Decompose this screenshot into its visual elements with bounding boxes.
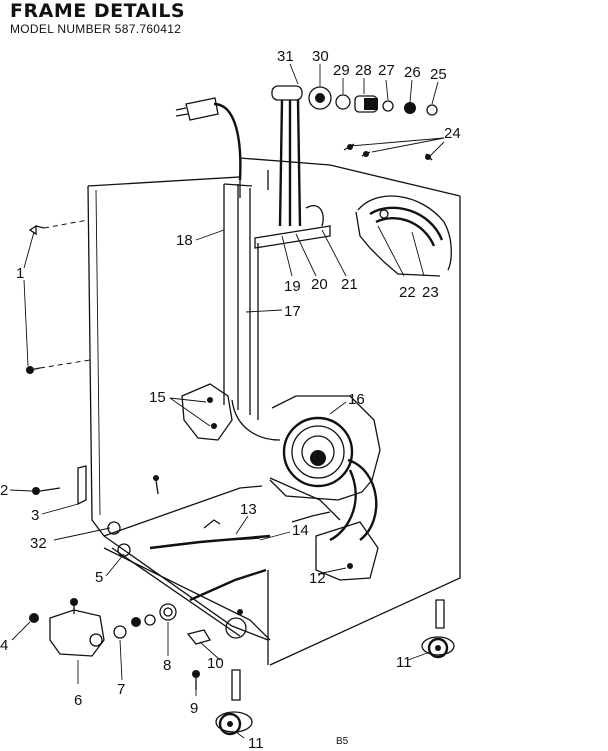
model-number: MODEL NUMBER 587.760412 [10,22,182,36]
callout-5: 5 [95,569,103,586]
callout-26: 26 [404,64,421,81]
callout-7: 7 [117,681,125,698]
callout-24: 24 [444,125,461,142]
callout-2: 2 [0,482,8,499]
callout-18: 18 [176,232,193,249]
callout-9: 9 [190,700,198,717]
hardware-parts-top [271,85,438,227]
callout-labels: 31 30 29 28 27 26 25 24 18 19 20 21 22 2… [0,48,461,751]
caster-rear [421,599,455,659]
callout-14: 14 [292,522,309,539]
callout-17: 17 [284,303,301,320]
callout-11-front: 11 [248,735,264,751]
loose-parts-bottom [29,598,211,690]
callout-20: 20 [311,276,328,293]
wire-harness [149,511,331,549]
motor-assembly [269,395,381,542]
callout-8: 8 [163,657,171,674]
callout-32: 32 [30,535,47,552]
callout-1: 1 [16,265,24,282]
callout-3: 3 [31,507,39,524]
callout-12: 12 [309,570,326,587]
power-cord [175,97,242,181]
caster-front [215,669,253,736]
cabinet-frame [87,157,461,666]
callout-4: 4 [0,637,8,654]
callout-25: 25 [430,66,447,83]
callout-11-rear: 11 [396,654,412,671]
cover-plate [181,383,233,441]
callout-30: 30 [312,48,329,65]
leader-lines [9,63,445,739]
callout-10: 10 [207,655,224,672]
callout-13: 13 [240,501,257,518]
belt-idler-area [315,458,379,581]
blower-housing [355,195,452,277]
callout-16: 16 [348,391,365,408]
callout-19: 19 [284,278,301,295]
callout-28: 28 [355,62,372,79]
callout-21: 21 [341,276,358,293]
terminal-block-and-duct [223,183,331,441]
callout-22: 22 [399,284,416,301]
callout-29: 29 [333,62,350,79]
page-number: B5 [336,736,349,747]
callout-31: 31 [277,48,294,65]
page-title: FRAME DETAILS [10,0,186,22]
callout-6: 6 [74,692,82,709]
callout-15: 15 [149,389,166,406]
screws-left [26,219,247,639]
callout-23: 23 [422,284,439,301]
callout-27: 27 [378,62,395,79]
